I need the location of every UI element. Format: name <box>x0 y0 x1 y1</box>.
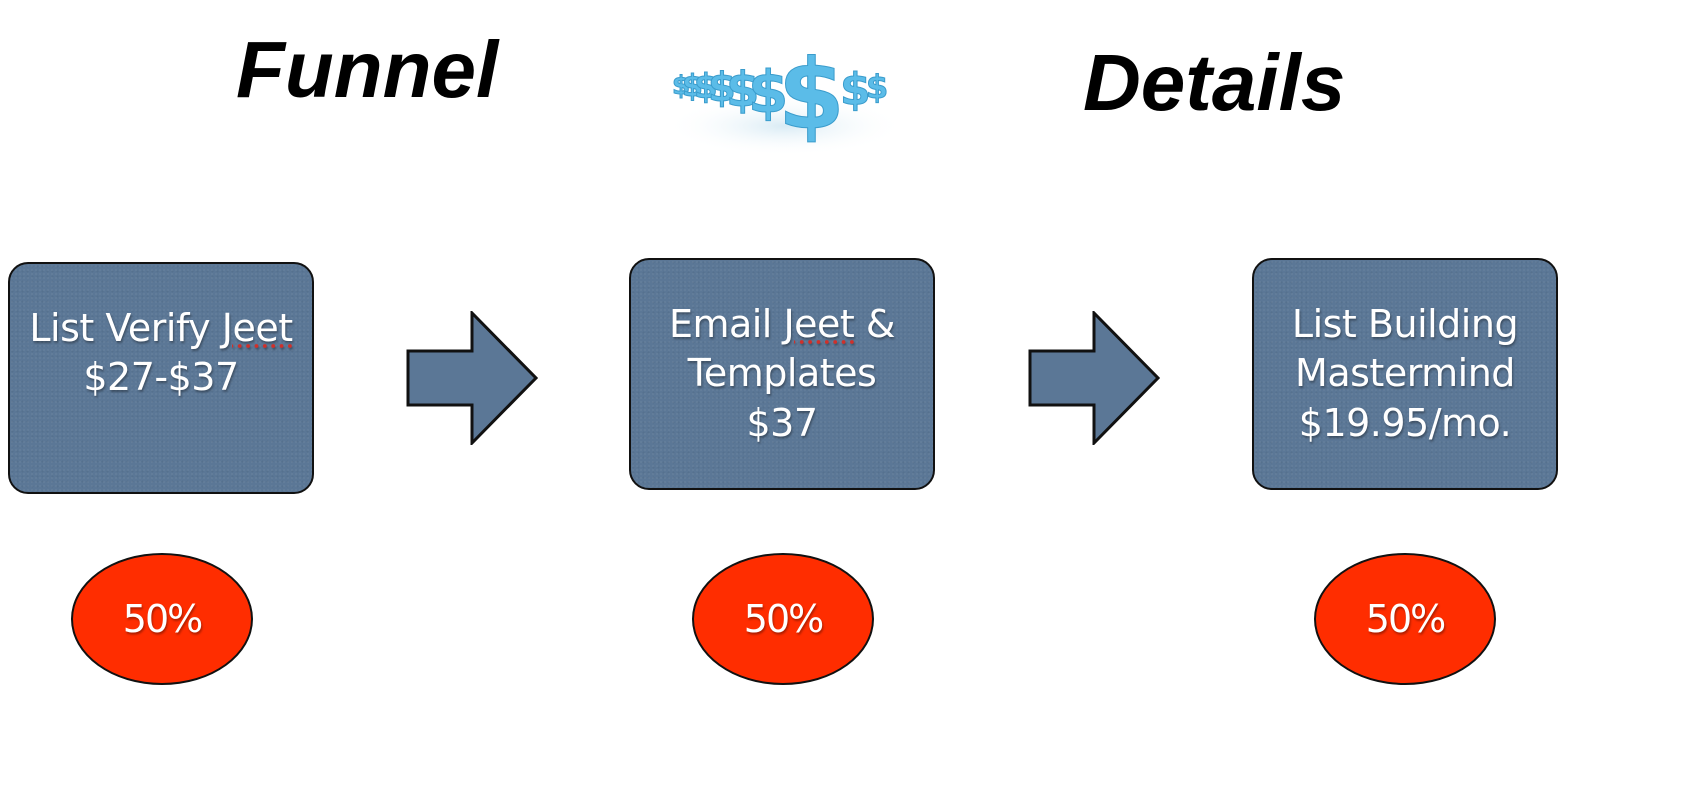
dollar-sign: $ <box>682 69 703 104</box>
funnel-step-box: List Building Mastermind $19.95/mo. <box>1252 258 1558 490</box>
dollar-sign: $ <box>748 58 788 126</box>
step-product-label: List Verify Jeet <box>29 306 293 350</box>
right-arrow-icon <box>406 311 538 445</box>
step-product-label: Mastermind <box>1295 351 1515 396</box>
conversion-rate-badge: 50% <box>692 553 874 685</box>
step-product-label: List Building <box>1291 301 1519 346</box>
dollar-signs-graphic: $ $ $ $ $ $ $ $ $ <box>665 39 905 156</box>
dollar-signs-icon: $ $ $ $ $ $ $ $ $ <box>660 6 910 166</box>
funnel-title: Funnel <box>236 25 499 114</box>
misspelled-word: Jeet <box>221 306 293 350</box>
funnel-step-box: List Verify Jeet $27-$37 <box>8 262 314 494</box>
misspelled-word: Jeet <box>783 301 855 346</box>
dollar-sign: $ <box>840 64 871 115</box>
step-price-label: $27-$37 <box>83 355 239 400</box>
dollar-sign: $ <box>778 39 845 151</box>
dollar-sign: $ <box>866 68 888 106</box>
funnel-step-box: Email Jeet & Templates $37 <box>629 258 935 490</box>
step-price-label: $37 <box>746 400 818 445</box>
dollar-sign: $ <box>672 71 690 101</box>
conversion-rate-badge: 50% <box>1314 553 1496 685</box>
step-product-label: Templates <box>687 351 877 396</box>
step-price-label: $19.95/mo. <box>1298 400 1512 445</box>
step-product-label: Email Jeet & <box>668 301 896 346</box>
dollar-sign: $ <box>708 65 736 111</box>
dollar-sign: $ <box>694 67 718 107</box>
right-arrow-icon <box>1028 311 1160 445</box>
details-title: Details <box>1083 38 1346 127</box>
dollar-sign: $ <box>726 62 759 118</box>
conversion-rate-badge: 50% <box>71 553 253 685</box>
